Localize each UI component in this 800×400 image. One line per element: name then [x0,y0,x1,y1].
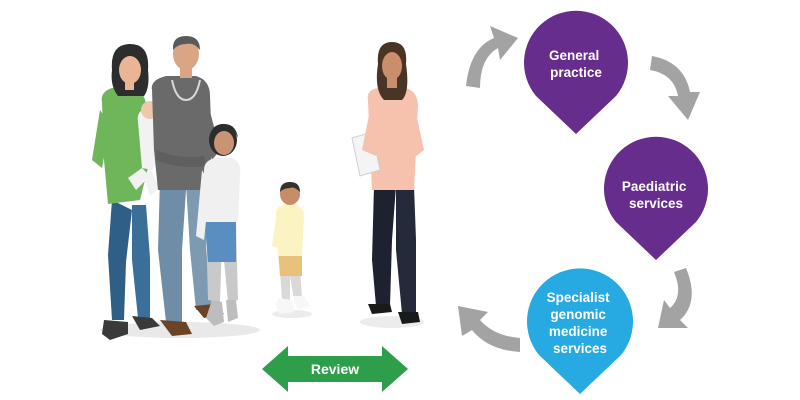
review-label: Review [311,361,359,377]
pin-specialist-genomic-line-3: medicine [549,324,608,339]
pin-paediatric-services: Paediatric services [604,136,708,260]
pin-paediatric-services-label: Paediatric services [622,179,690,211]
father-figure [151,36,224,336]
pin-specialist-genomic-line-4: services [553,341,607,356]
pin-general-practice: General practice [524,10,628,135]
pin-specialist-genomic-label: Specialist genomic medicine services [547,290,614,356]
cycle-arrow-to-general-practice [466,26,518,88]
pin-paediatric-services-line-1: Paediatric [622,179,687,194]
family-group-illustration [92,36,260,340]
pin-specialist-genomic-line-2: genomic [550,307,606,322]
pin-paediatric-services-line-2: services [629,196,683,211]
review-double-arrow-shape [262,346,408,392]
pin-specialist-genomic-shape [526,268,633,394]
pin-general-practice-shape [524,10,628,135]
cycle-arrows [458,26,700,352]
pin-paediatric-services-shape [604,136,708,260]
cycle-arrow-to-paediatric [650,56,700,120]
review-arrow: Review [262,346,408,392]
pin-specialist-genomic-line-1: Specialist [547,290,611,305]
pin-general-practice-line-1: General [549,48,599,63]
mother-figure [92,44,160,340]
cycle-arrow-from-specialist [458,306,520,352]
pin-general-practice-label: General practice [549,48,603,80]
girl-figure [196,124,241,326]
pin-specialist-genomic: Specialist genomic medicine services [526,268,633,394]
boy-figure [272,182,312,318]
clinician-figure [351,42,424,328]
cycle-arrow-to-specialist [658,268,692,328]
pin-general-practice-line-2: practice [550,65,602,80]
